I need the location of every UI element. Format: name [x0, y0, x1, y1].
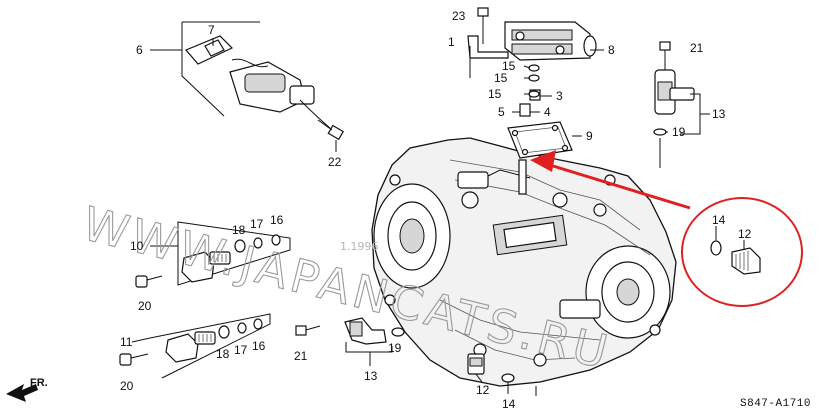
label-7: 7	[208, 23, 215, 37]
label-21-top: 21	[690, 41, 704, 55]
part-12-sensor-highlighted	[731, 247, 761, 275]
part-18-washer-b	[218, 325, 230, 339]
label-12-bottom: 12	[476, 383, 490, 397]
label-19-top: 19	[672, 125, 686, 139]
label-15-c: 15	[488, 87, 502, 101]
part-16-oring-a	[271, 234, 281, 246]
part-1-bracket	[467, 35, 509, 59]
label-13-bottom: 13	[364, 369, 378, 383]
transmission-case	[371, 137, 677, 387]
part-7-clip	[204, 39, 225, 57]
dowel-pin	[518, 159, 527, 195]
part-13-sensor-bottom	[344, 317, 387, 345]
part-18-washer-a	[234, 239, 246, 253]
bracket-10	[177, 221, 291, 286]
label-4: 4	[544, 105, 551, 119]
part-4-pin	[519, 103, 531, 117]
label-1: 1	[448, 35, 455, 49]
part-10-solenoid	[181, 251, 231, 283]
label-21-bottom: 21	[294, 349, 308, 363]
label-10: 10	[130, 239, 144, 253]
highlight-arrowhead	[530, 150, 556, 172]
label-13-top: 13	[712, 107, 726, 121]
leader-11	[131, 337, 151, 343]
part-19-oring-bottom	[391, 327, 405, 337]
bracket-11	[149, 313, 271, 379]
part-6-solenoid-harness	[185, 35, 331, 129]
label-17-a: 17	[250, 217, 264, 231]
label-18-a: 18	[232, 223, 246, 237]
label-14-highlighted: 14	[712, 213, 726, 227]
fr-direction-marker: FR.	[6, 377, 48, 402]
label-20-b: 20	[120, 379, 134, 393]
bracket-13-bottom	[345, 342, 393, 353]
part-22-bolt	[317, 119, 345, 152]
label-15-b: 15	[494, 71, 508, 85]
label-9: 9	[586, 129, 593, 143]
part-19-oring-top	[653, 128, 667, 136]
part-13-sensor-top	[654, 69, 695, 115]
part-8-valve-body	[504, 21, 597, 61]
leader-12-bottom	[475, 373, 483, 383]
label-14-bottom: 14	[502, 397, 516, 411]
part-15-oring-a	[528, 64, 540, 72]
part-21-bolt-top	[659, 41, 671, 70]
part-20-bolt-b	[119, 353, 149, 366]
part-11-solenoid	[165, 331, 216, 363]
label-6: 6	[136, 43, 143, 57]
part-9-cover-plate	[507, 121, 573, 159]
bracket-6	[181, 22, 225, 117]
highlight-circle	[681, 197, 803, 307]
label-12-highlighted: 12	[738, 227, 752, 241]
label-5: 5	[498, 105, 505, 119]
part-17-oring-b	[237, 322, 247, 334]
label-17-b: 17	[234, 343, 248, 357]
part-21-bolt-bottom	[295, 325, 321, 336]
label-8: 8	[608, 43, 615, 57]
label-3: 3	[556, 89, 563, 103]
part-14-washer-highlighted	[710, 240, 722, 256]
label-16-a: 16	[270, 213, 284, 227]
label-15-a: 15	[502, 59, 516, 73]
direction-marker-label: FR.	[30, 377, 48, 389]
leader-15a	[523, 65, 531, 69]
part-23-bolt	[477, 7, 489, 44]
label-19-bottom: 19	[388, 341, 402, 355]
watermark-small-text: 1.1996	[340, 240, 379, 253]
part-12-sensor-bottom	[467, 353, 485, 375]
part-14-washer-bottom	[501, 373, 515, 383]
part-20-bolt-a	[135, 275, 163, 288]
label-23: 23	[452, 9, 466, 23]
label-16-b: 16	[252, 339, 266, 353]
label-11: 11	[120, 335, 133, 349]
part-15-oring-b	[528, 74, 540, 82]
label-20-a: 20	[138, 299, 152, 313]
highlight-arrow	[539, 160, 691, 210]
part-15-oring-c	[528, 90, 540, 98]
part-17-oring-a	[253, 237, 263, 249]
label-18-b: 18	[216, 347, 230, 361]
part-16-oring-b	[253, 318, 263, 330]
drawing-code: S847-A1710	[740, 398, 811, 410]
label-22: 22	[328, 155, 342, 169]
